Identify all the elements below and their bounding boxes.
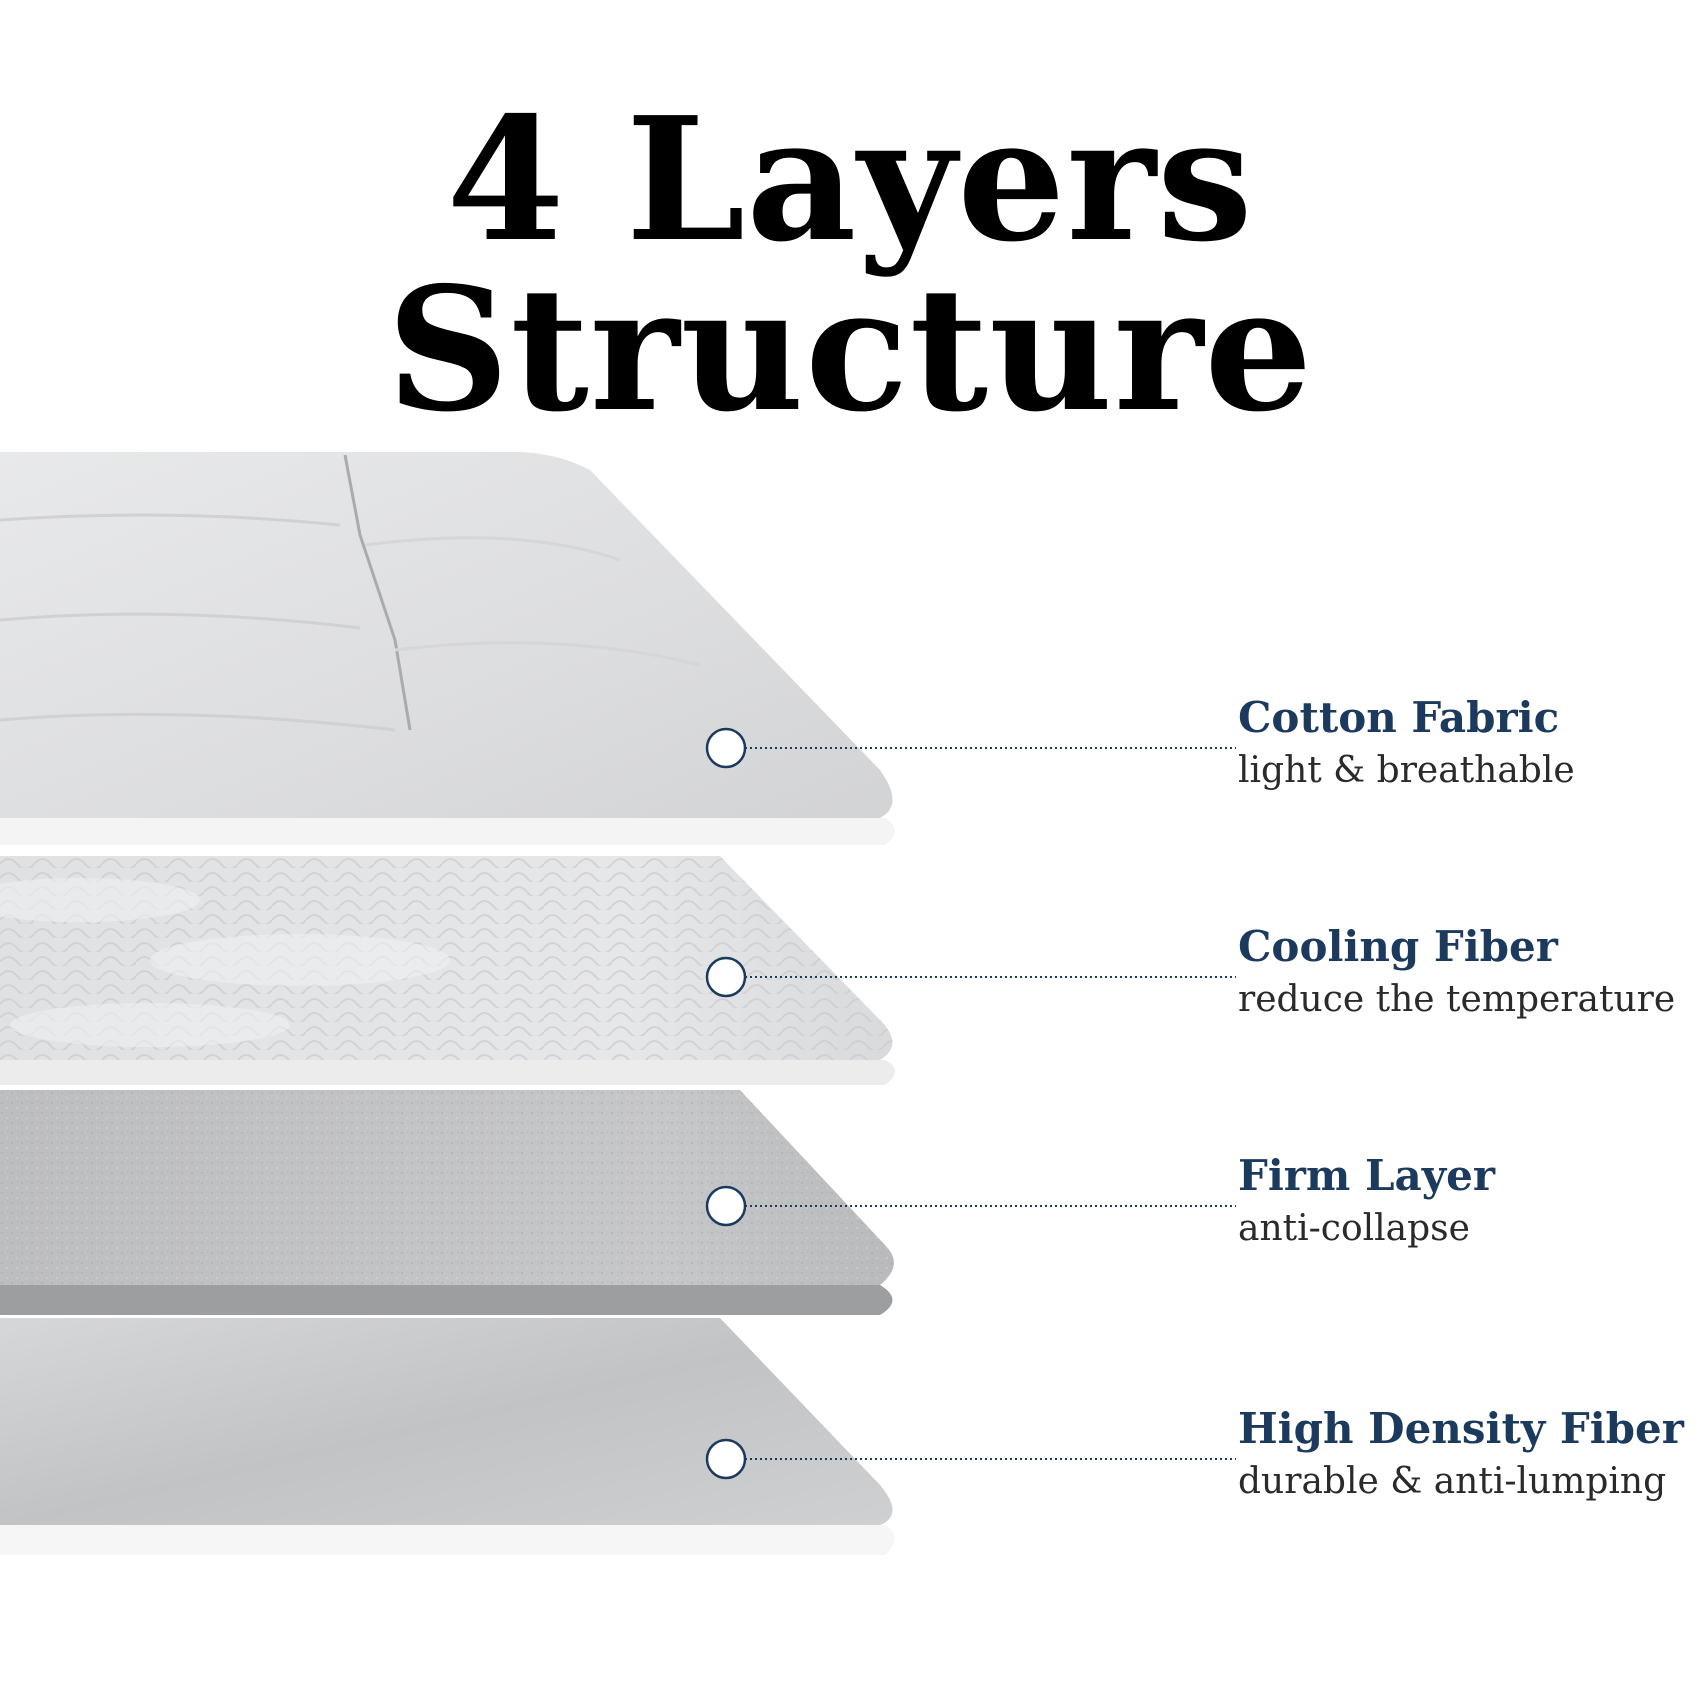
callout-high-density-fiber: High Density Fiber durable & anti-lumpin… [1238, 1408, 1684, 1500]
layer-name: Cotton Fabric [1238, 693, 1560, 742]
layer-name: Firm Layer [1238, 1151, 1495, 1200]
callout-cotton-fabric: Cotton Fabric light & breathable [1238, 697, 1575, 789]
layer-description: reduce the temperature [1238, 979, 1676, 1020]
callout-marker-cooling-fiber [705, 956, 1236, 998]
layer-description: durable & anti-lumping [1238, 1461, 1667, 1502]
layer-name: Cooling Fiber [1238, 922, 1558, 971]
callout-marker-high-density-fiber [705, 1438, 1236, 1480]
layer-description: anti-collapse [1238, 1208, 1470, 1249]
layer-high-density-fiber-shape [0, 1318, 895, 1555]
callout-marker-firm-layer [705, 1185, 1236, 1227]
layer-description: light & breathable [1238, 750, 1575, 791]
page-title: 4 Layers Structure [386, 80, 1314, 450]
callout-firm-layer: Firm Layer anti-collapse [1238, 1155, 1495, 1247]
callout-marker-cotton-fabric [705, 727, 1236, 769]
layer-cotton-fabric-shape [0, 452, 895, 845]
layer-cooling-fiber-shape [0, 856, 895, 1085]
layer-name: High Density Fiber [1238, 1404, 1684, 1453]
callout-cooling-fiber: Cooling Fiber reduce the temperature [1238, 926, 1675, 1018]
layer-firm-shape [0, 1090, 894, 1315]
